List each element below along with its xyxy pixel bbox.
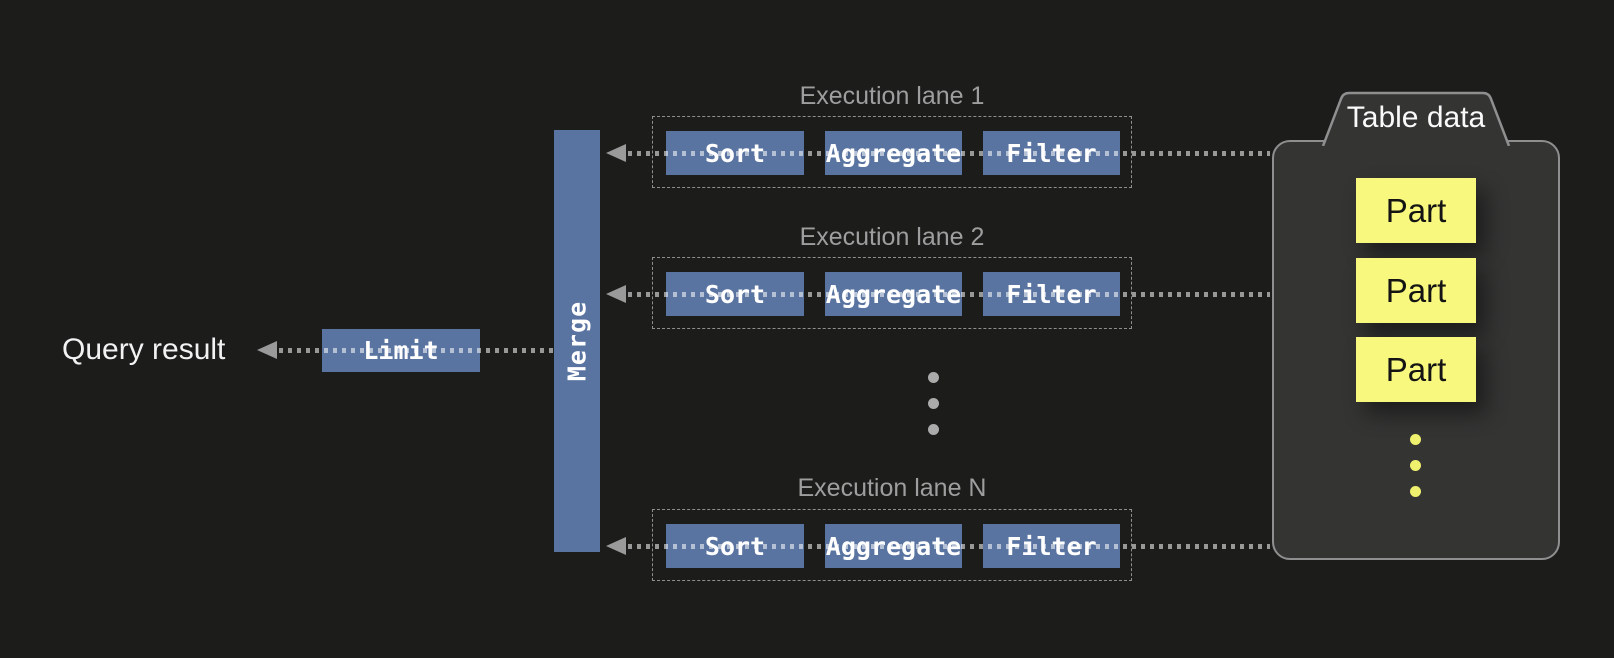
ellipsis-dot [1410,460,1421,471]
dotted-flow-line [628,292,1270,297]
merge-node: Merge [554,130,600,552]
lane-1-title: Execution lane 1 [799,82,985,110]
part-box: Part [1356,337,1476,402]
lane-n-title: Execution lane N [797,474,987,502]
part-box: Part [1356,178,1476,243]
merge-label: Merge [562,300,592,382]
ellipsis-dot [928,372,939,383]
query-result-label: Query result [62,333,226,366]
dotted-flow-line [279,348,553,353]
arrow-left-icon [606,144,626,162]
part-box: Part [1356,258,1476,323]
table-data-title: Table data [1346,101,1486,134]
dotted-flow-line [628,544,1270,549]
dotted-flow-line [628,151,1270,156]
arrow-left-icon [606,285,626,303]
ellipsis-dot [928,398,939,409]
ellipsis-dot [1410,434,1421,445]
ellipsis-dot [928,424,939,435]
lane-2-title: Execution lane 2 [799,223,985,251]
arrow-left-icon [606,537,626,555]
arrow-left-icon [257,341,277,359]
table-data-tab [1321,91,1511,146]
ellipsis-dot [1410,486,1421,497]
